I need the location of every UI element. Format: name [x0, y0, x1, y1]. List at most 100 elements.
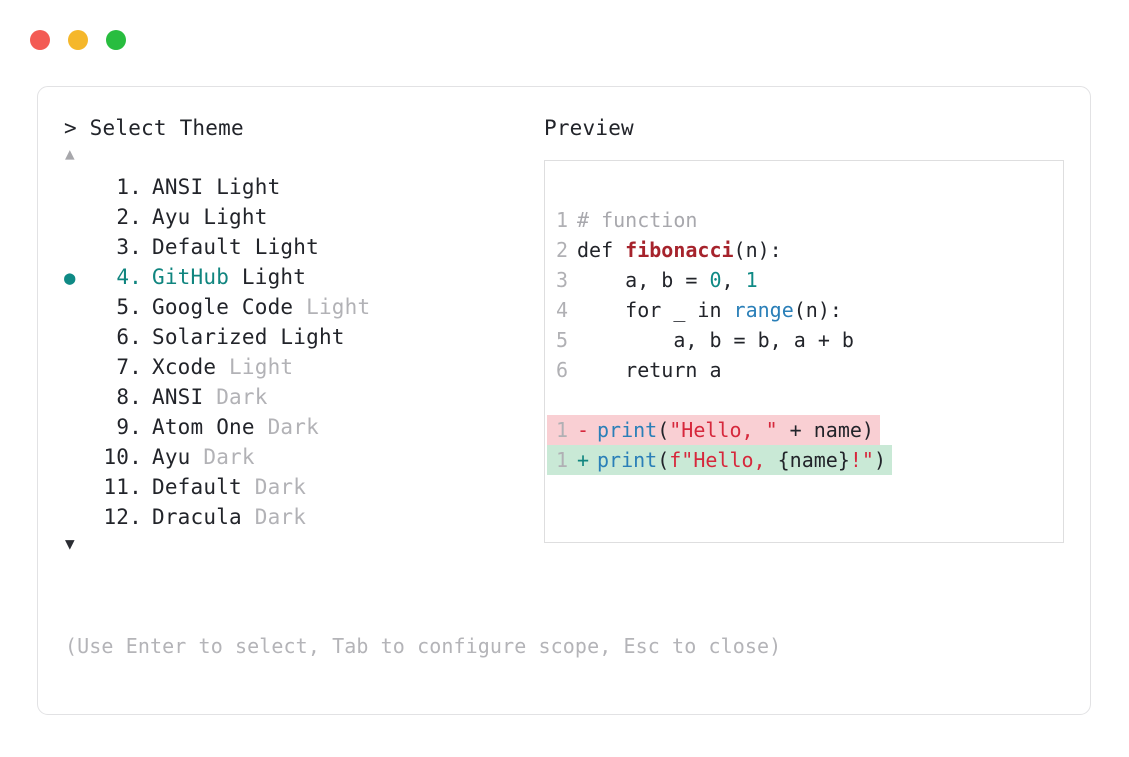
- code-token: (: [657, 418, 670, 442]
- theme-list-item[interactable]: 7.Xcode Light: [64, 352, 534, 382]
- theme-list-item[interactable]: 8.ANSI Dark: [64, 382, 534, 412]
- code-line-text: a, b = 0, 1: [577, 265, 757, 295]
- theme-item-variant: Light: [229, 265, 307, 289]
- theme-item-name: Xcode: [152, 355, 217, 379]
- theme-list-item[interactable]: 12.Dracula Dark: [64, 502, 534, 532]
- code-token: fibonacci: [625, 238, 734, 262]
- theme-item-name: Solarized: [152, 325, 268, 349]
- theme-item-index: 10.: [103, 445, 142, 469]
- code-token: # function: [577, 208, 698, 232]
- theme-item-name: Dracula: [152, 505, 242, 529]
- theme-list-item[interactable]: 6. Solarized Light: [64, 322, 534, 352]
- theme-item-name: Google Code: [152, 295, 294, 319]
- code-token: (n):: [793, 298, 842, 322]
- code-token: a, b =: [577, 268, 710, 292]
- theme-list-item[interactable]: 9. Atom One Dark: [64, 412, 534, 442]
- theme-item-name: Ayu: [152, 205, 191, 229]
- theme-item-name: GitHub: [152, 265, 230, 289]
- code-line: 1 # function: [547, 205, 1063, 235]
- theme-item-variant: Dark: [254, 415, 319, 439]
- theme-item-index: 6.: [116, 325, 142, 349]
- code-line: 4 for _ in range(n):: [547, 295, 1063, 325]
- theme-item-variant: Light: [203, 175, 281, 199]
- line-number: 5: [555, 328, 568, 352]
- theme-list-item[interactable]: 1.ANSI Light: [64, 172, 534, 202]
- code-token: return a: [577, 358, 722, 382]
- theme-item-variant: Dark: [241, 505, 307, 529]
- preview-label: Preview: [544, 116, 634, 140]
- theme-list-item[interactable]: 5. Google Code Light: [64, 292, 534, 322]
- theme-item-name: Atom One: [152, 415, 255, 439]
- theme-list-item[interactable]: 11. Default Dark: [64, 472, 534, 502]
- theme-item-index: 11.: [103, 475, 142, 499]
- theme-item-name: ANSI: [152, 385, 204, 409]
- code-token: def: [577, 238, 626, 262]
- diff-plus-sign: +: [577, 448, 590, 472]
- theme-item-index: 8.: [116, 385, 142, 409]
- theme-list-item[interactable]: 10. Ayu Dark: [64, 442, 534, 472]
- selected-bullet-icon: ●: [64, 267, 76, 289]
- theme-item-index: 5.: [116, 295, 142, 319]
- theme-item-name: Ayu: [152, 445, 191, 469]
- theme-list-item[interactable]: 3. Default Light: [64, 232, 534, 262]
- minimize-dot[interactable]: [68, 30, 88, 50]
- theme-item-index: 3.: [116, 235, 142, 259]
- code-token: range: [733, 298, 794, 322]
- code-line-text: def fibonacci(n):: [577, 235, 782, 265]
- theme-item-name: Default: [152, 235, 242, 259]
- code-token: a, b = b, a + b: [577, 328, 854, 352]
- theme-item-index: 4.: [116, 265, 142, 289]
- window-titlebar: [0, 0, 1129, 70]
- scroll-up-icon[interactable]: ▲: [65, 144, 75, 163]
- code-token: ,: [721, 268, 746, 292]
- line-number: 3: [555, 268, 568, 292]
- theme-item-variant: Light: [267, 325, 345, 349]
- code-line: 3 a, b = 0, 1: [547, 265, 1063, 295]
- code-line-text: for _ in range(n):: [577, 295, 842, 325]
- scroll-down-icon[interactable]: ▼: [65, 534, 75, 553]
- code-token: f"Hello,: [669, 448, 778, 472]
- theme-item-variant: Light: [241, 235, 319, 259]
- code-token: (: [657, 448, 670, 472]
- code-line-text: return a: [577, 355, 722, 385]
- select-theme-prompt: > Select Theme: [64, 116, 244, 140]
- theme-item-index: 1.: [116, 175, 142, 199]
- keyboard-hint-text: (Use Enter to select, Tab to configure s…: [65, 634, 782, 658]
- theme-item-variant: Dark: [190, 445, 255, 469]
- code-token: !": [849, 448, 874, 472]
- diff-line-text: print(f"Hello, {name}!"): [597, 445, 892, 475]
- theme-item-variant: Light: [293, 295, 371, 319]
- maximize-dot[interactable]: [106, 30, 126, 50]
- line-number: 6: [555, 358, 568, 382]
- code-token: + name): [777, 418, 874, 442]
- theme-list-item[interactable]: 2.Ayu Light: [64, 202, 534, 232]
- code-line-text: # function: [577, 205, 697, 235]
- code-token: ): [873, 448, 887, 472]
- theme-item-variant: Dark: [241, 475, 307, 499]
- theme-item-variant: Light: [190, 205, 268, 229]
- code-token: {name}: [777, 448, 850, 472]
- code-token: (n):: [733, 238, 782, 262]
- theme-item-variant: Light: [216, 355, 294, 379]
- diff-line-text: print("Hello, " + name): [597, 415, 880, 445]
- diff-minus-sign: -: [577, 418, 590, 442]
- diff-added-line: 1+print(f"Hello, {name}!"): [547, 445, 893, 475]
- theme-list-item[interactable]: ● 4. GitHub Light: [64, 262, 534, 292]
- line-number: 4: [555, 298, 568, 322]
- theme-item-index: 9.: [116, 415, 142, 439]
- code-token: for _ in: [577, 298, 734, 322]
- line-number: 1: [555, 418, 568, 442]
- window-control-dots: [30, 30, 126, 50]
- code-token: "Hello, ": [669, 418, 778, 442]
- diff-removed-line: 1-print("Hello, " + name): [547, 415, 880, 445]
- line-number: 1: [555, 208, 568, 232]
- close-dot[interactable]: [30, 30, 50, 50]
- theme-item-name: Default: [152, 475, 242, 499]
- code-line: 6 return a: [547, 355, 1063, 385]
